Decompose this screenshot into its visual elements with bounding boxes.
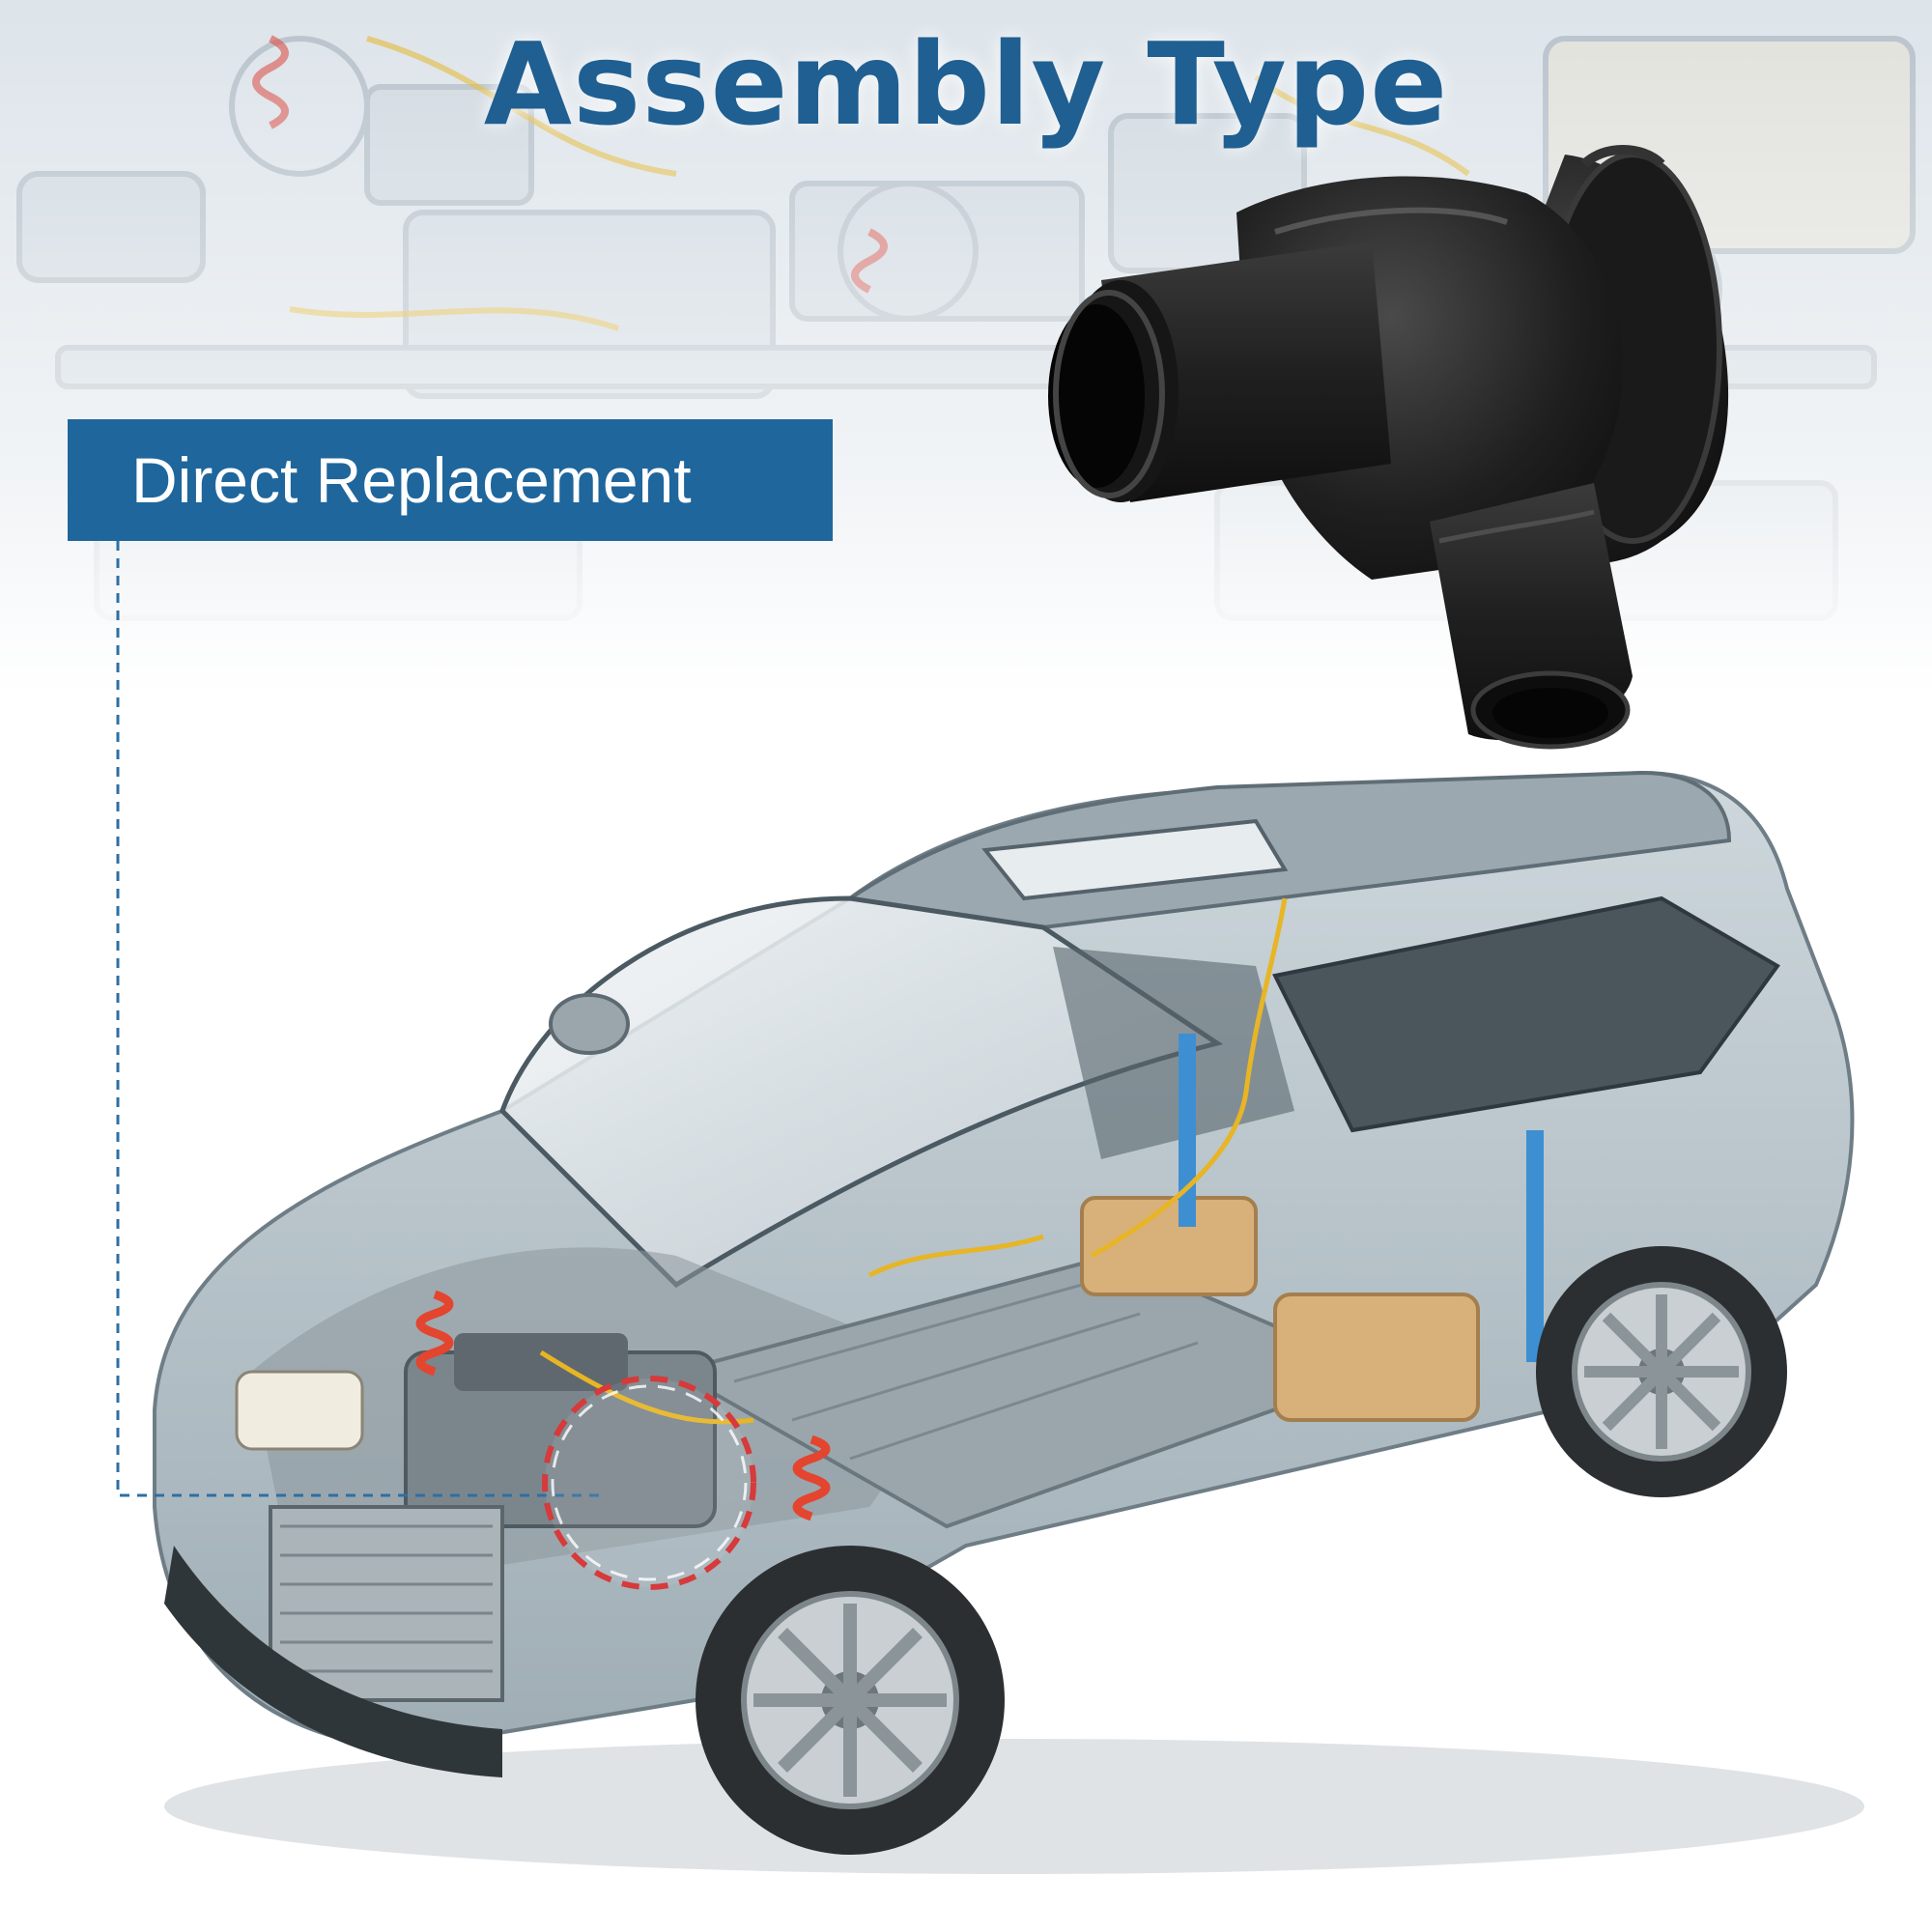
radiator (269, 1505, 504, 1702)
rear-motor-box (1273, 1293, 1480, 1422)
dashed-circle-icon (542, 1376, 756, 1590)
direct-replacement-badge: Direct Replacement (68, 419, 833, 541)
dashed-leader-line (116, 541, 599, 1497)
sunroof (981, 818, 1289, 901)
page-title: Assembly Type (483, 17, 1449, 151)
front-wheel (696, 1546, 1005, 1855)
front-spring (415, 1290, 831, 1521)
side-window (1272, 895, 1780, 1133)
rear-wheel (1536, 1246, 1787, 1497)
badge-label: Direct Replacement (131, 444, 692, 516)
